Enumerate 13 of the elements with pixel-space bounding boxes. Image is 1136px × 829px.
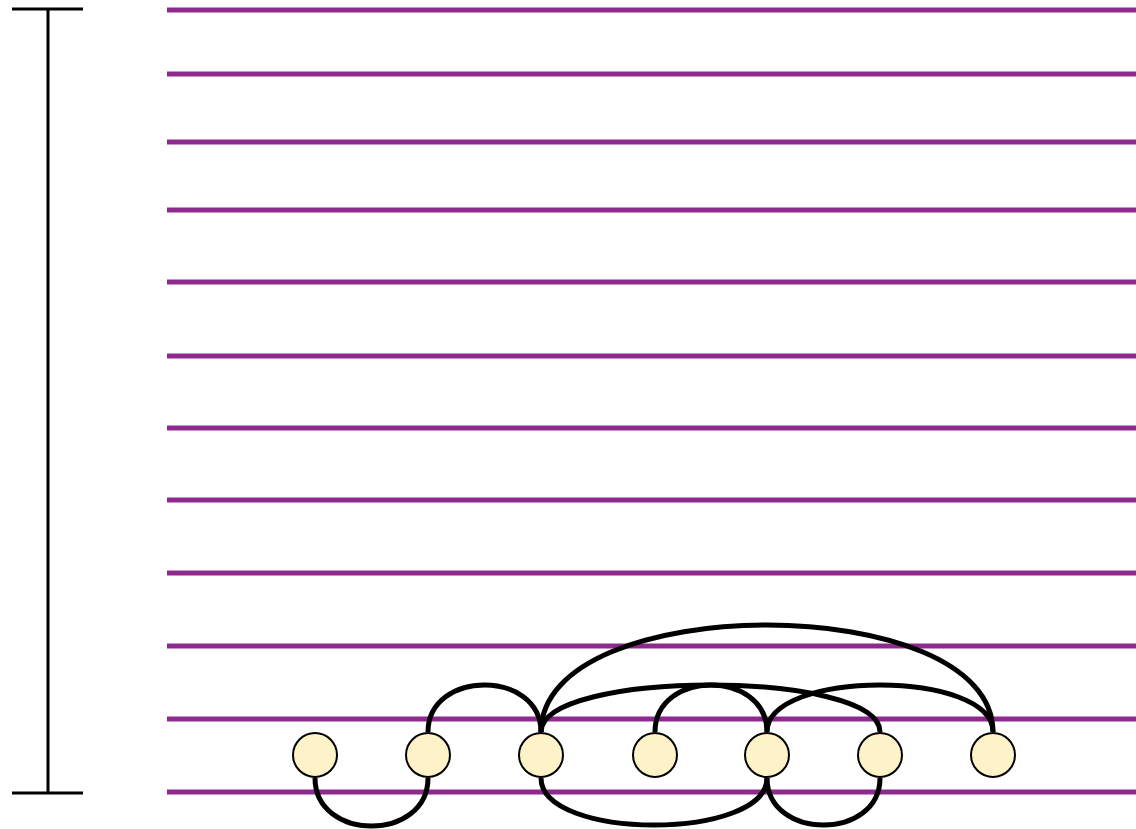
circle-node [292, 732, 338, 778]
arc-connector [764, 682, 996, 733]
circle-node [857, 732, 903, 778]
circle-node [405, 732, 451, 778]
arc-connector [312, 777, 431, 829]
arc-connector [425, 682, 544, 733]
circle-node [518, 732, 564, 778]
circle-node [970, 732, 1016, 778]
arc-connector [764, 777, 883, 828]
arc-connector [538, 622, 996, 733]
circle-node [632, 732, 678, 778]
arc-connector [652, 682, 770, 733]
circle-node [744, 732, 790, 778]
